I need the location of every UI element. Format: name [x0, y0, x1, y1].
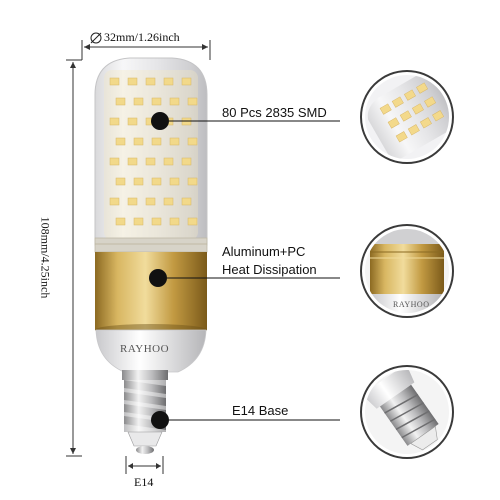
detail-heatsink [360, 224, 454, 318]
base-width-label: E14 [134, 475, 154, 489]
led-chip [145, 197, 156, 206]
led-chip [133, 137, 144, 146]
led-chip [115, 97, 126, 106]
led-chip [169, 97, 180, 106]
height-dimension [66, 59, 82, 457]
detail-led-chips [360, 70, 454, 164]
diameter-dimension [81, 32, 211, 60]
led-chip [169, 217, 180, 226]
led-bulb [94, 57, 208, 454]
led-chip [163, 157, 174, 166]
led-chip [127, 197, 138, 206]
led-chip [109, 197, 120, 206]
led-chip [145, 77, 156, 86]
led-chip [151, 217, 162, 226]
led-chip [127, 157, 138, 166]
led-chip [115, 177, 126, 186]
led-chip [163, 197, 174, 206]
led-chip-grid [109, 77, 198, 226]
base-dimension [125, 456, 164, 474]
led-chip [145, 157, 156, 166]
led-chip [133, 97, 144, 106]
diameter-icon [90, 32, 102, 44]
led-chip [187, 97, 198, 106]
led-chip [163, 77, 174, 86]
led-chip [187, 177, 198, 186]
led-chip [109, 157, 120, 166]
diameter-label: 32mm/1.26inch [104, 30, 180, 44]
brand-logo: RAYHOO [120, 343, 170, 355]
led-chip [151, 97, 162, 106]
led-chip [169, 137, 180, 146]
led-chip [133, 217, 144, 226]
led-chip [127, 117, 138, 126]
gold-heatsink [95, 252, 207, 330]
callout-leaders [149, 112, 340, 429]
led-chip [127, 77, 138, 86]
callout-heatsink-label-2: Heat Dissipation [222, 262, 317, 277]
callout-dot-base [151, 411, 169, 429]
callout-base-label: E14 Base [232, 403, 289, 418]
detail-base [360, 365, 454, 459]
led-chip [115, 217, 126, 226]
led-chip [169, 177, 180, 186]
shell-rim [94, 237, 208, 253]
led-chip [181, 77, 192, 86]
callout-dot-heatsink [149, 269, 167, 287]
led-chip [151, 177, 162, 186]
led-chip [181, 197, 192, 206]
led-chip [115, 137, 126, 146]
led-chip [187, 137, 198, 146]
led-chip [109, 77, 120, 86]
led-chip [151, 137, 162, 146]
bulb-neck [95, 329, 207, 373]
callout-heatsink-label-1: Aluminum+PC [222, 244, 306, 259]
brand-logo-detail: RAYHOO [393, 300, 430, 309]
led-chip [109, 117, 120, 126]
callout-led-label: 80 Pcs 2835 SMD [222, 105, 327, 120]
led-chip [181, 157, 192, 166]
led-chip [187, 217, 198, 226]
led-chip [133, 177, 144, 186]
callout-dot-led [151, 112, 169, 130]
height-label: 108mm/4.25inch [38, 216, 53, 299]
